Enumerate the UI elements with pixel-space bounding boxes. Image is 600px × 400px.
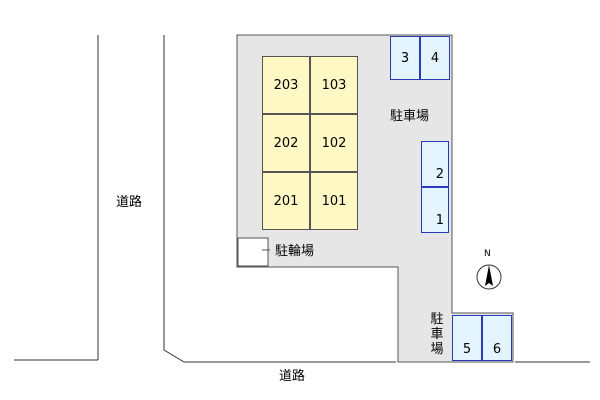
parking-label-vertical-char: 場 xyxy=(430,342,444,357)
parking-label-vertical: 駐 車 場 xyxy=(430,312,444,357)
room-101: 101 xyxy=(310,172,358,230)
parking-space-4: 4 xyxy=(420,36,450,80)
room-201: 201 xyxy=(262,172,310,230)
parking-label-vertical-char: 駐 xyxy=(430,312,444,327)
north-label: N xyxy=(484,249,491,259)
bicycle-parking-label: 駐輪場 xyxy=(275,244,315,259)
room-103: 103 xyxy=(310,56,358,114)
parking-label: 駐車場 xyxy=(390,109,430,124)
parking-space-2: 2 xyxy=(421,141,449,187)
room-102: 102 xyxy=(310,114,358,172)
north-arrow-icon xyxy=(476,264,502,290)
road-left-edge-inner xyxy=(163,35,396,363)
parking-space-3: 3 xyxy=(390,36,420,80)
parking-space-1: 1 xyxy=(421,187,449,233)
parking-space-6-label: 6 xyxy=(492,342,502,357)
room-203: 203 xyxy=(262,56,310,114)
road-label-left: 道路 xyxy=(116,195,143,210)
parking-label-vertical-char: 車 xyxy=(430,327,444,342)
road-label-bottom: 道路 xyxy=(279,369,306,384)
parking-space-6: 6 xyxy=(482,315,512,361)
parking-space-5-label: 5 xyxy=(462,342,472,357)
parking-space-5: 5 xyxy=(452,315,482,361)
bicycle-parking-area xyxy=(237,237,269,267)
room-202: 202 xyxy=(262,114,310,172)
